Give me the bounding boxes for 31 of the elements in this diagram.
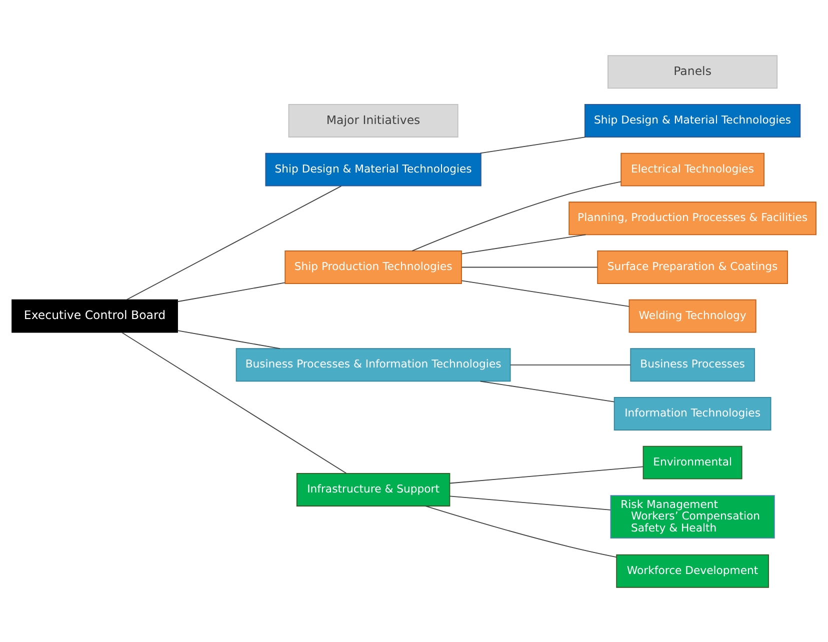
connector bbox=[177, 330, 280, 349]
node-box: Risk Management Workers’ Compensation Safety & Health bbox=[610, 494, 775, 538]
node-box: Information Technologies bbox=[614, 396, 772, 430]
connector bbox=[177, 282, 286, 302]
connector bbox=[126, 185, 342, 300]
connector bbox=[461, 280, 630, 306]
node-box: Business Processes bbox=[630, 348, 755, 382]
connector bbox=[480, 136, 586, 154]
connector bbox=[449, 495, 611, 510]
node-box: Planning, Production Processes & Facilities bbox=[568, 201, 816, 235]
connector bbox=[425, 505, 618, 558]
node-box: Welding Technology bbox=[628, 298, 756, 332]
node-box: Electrical Technologies bbox=[620, 152, 764, 186]
connector bbox=[510, 364, 631, 365]
connector bbox=[461, 266, 598, 268]
node-box: Major Initiatives bbox=[288, 104, 458, 137]
connector bbox=[480, 380, 615, 402]
node-box: Business Processes & Information Technologies bbox=[236, 348, 511, 382]
connector bbox=[412, 180, 622, 251]
node-box: Infrastructure & Support bbox=[296, 472, 450, 506]
node-box: Surface Preparation & Coatings bbox=[597, 250, 788, 284]
connector bbox=[449, 466, 644, 484]
node-box: Ship Production Technologies bbox=[284, 250, 462, 284]
node-box: Environmental bbox=[642, 445, 742, 479]
node-box: Panels bbox=[608, 54, 778, 88]
node-box: Ship Design & Material Technologies bbox=[265, 152, 482, 186]
node-box: Executive Control Board bbox=[12, 298, 178, 332]
node-box: Workforce Development bbox=[616, 554, 769, 588]
connector bbox=[121, 331, 347, 474]
connector bbox=[461, 234, 586, 254]
node-box: Ship Design & Material Technologies bbox=[584, 104, 801, 137]
